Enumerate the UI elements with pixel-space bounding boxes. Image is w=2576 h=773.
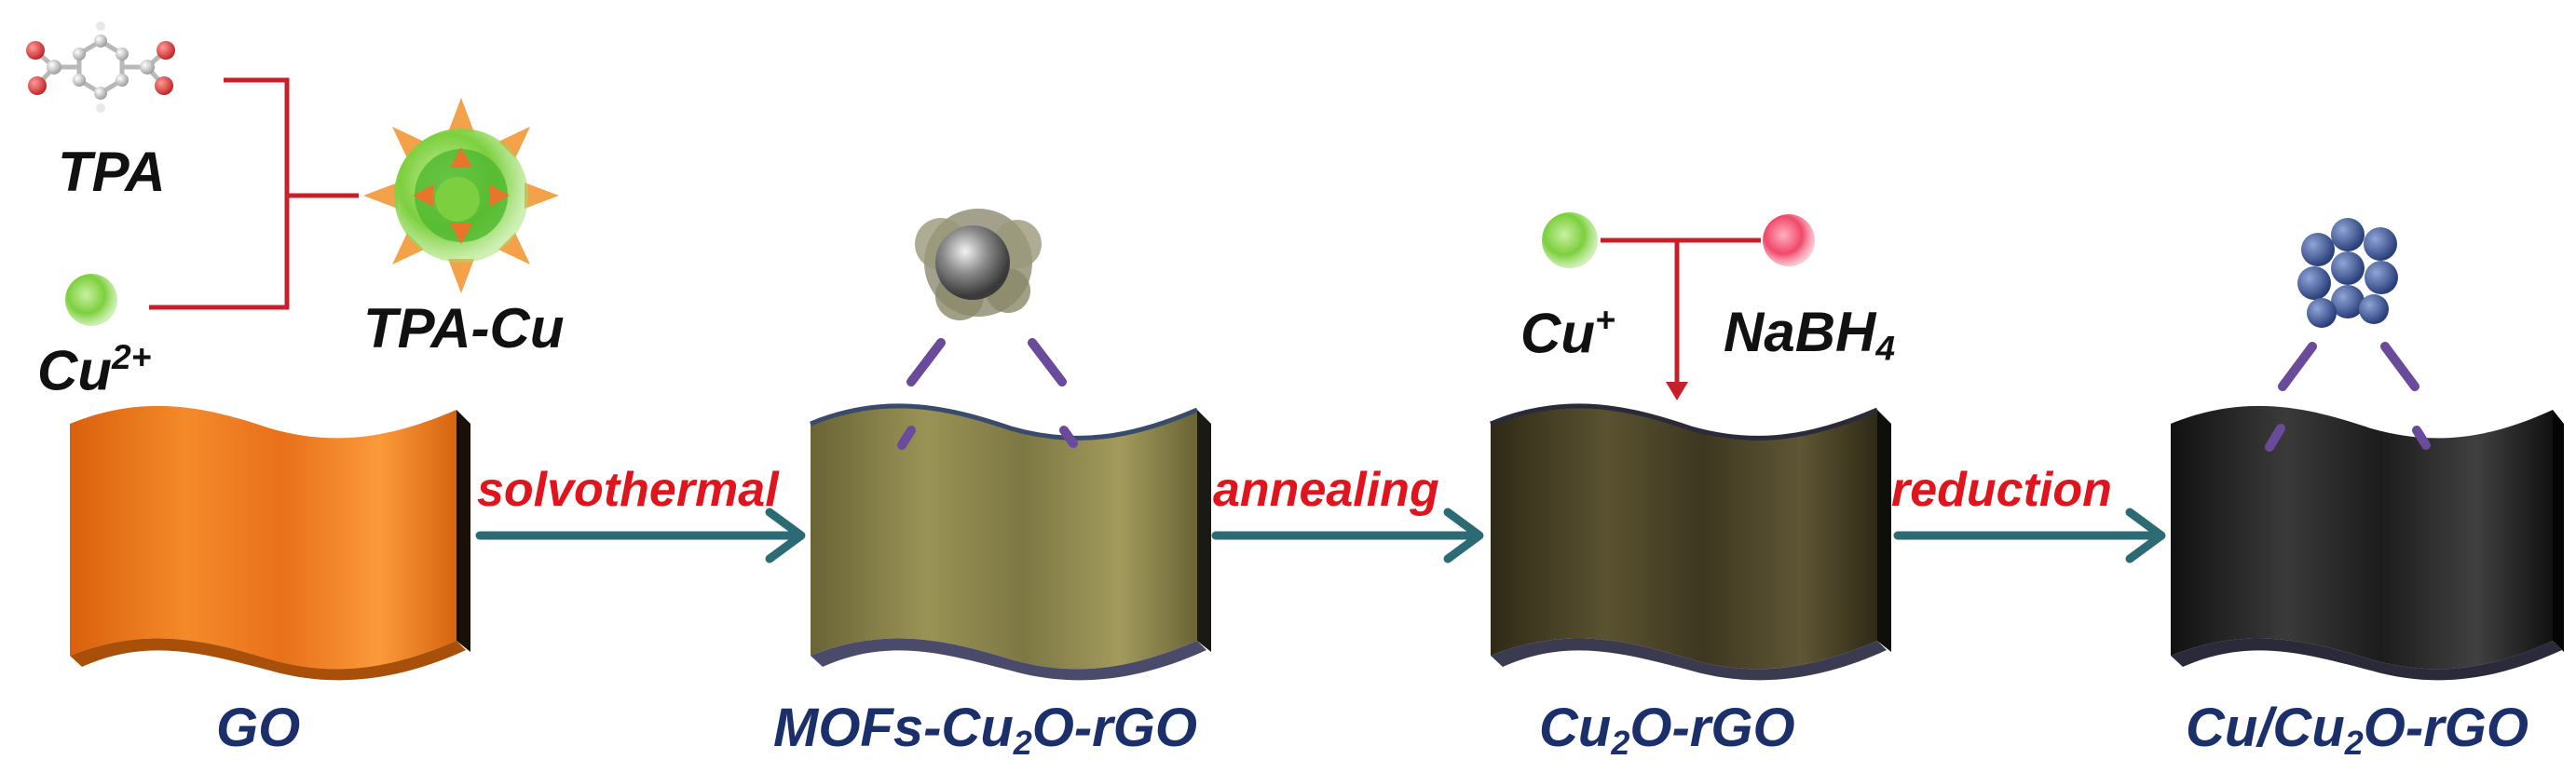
cu-ion-icon (1542, 212, 1598, 268)
solvothermal-label: solvothermal (477, 463, 779, 517)
annealing-label: annealing (1213, 463, 1439, 517)
mofs-cu2o-rgo-sheet (810, 403, 1211, 681)
nabh4-icon (1763, 214, 1815, 266)
cu2o-rgo-label: Cu2O-rGO (1539, 698, 1795, 762)
tpa-label: TPA (58, 141, 166, 203)
tpa-molecule-icon (26, 21, 175, 113)
cu-linker-icon (2265, 342, 2431, 452)
cu-plus-label: Cu+ (1520, 300, 1615, 365)
nabh4-label: NaBH4 (1724, 301, 1896, 368)
tpa-cu-complex-icon (363, 98, 559, 293)
tpa-cu-label: TPA-Cu (363, 297, 565, 359)
mof-linker-icon (897, 338, 1078, 450)
reduction-label: reduction (1891, 463, 2112, 517)
cu-cu2o-rgo-label: Cu/Cu2O-rGO (2186, 698, 2528, 762)
process-arrows (475, 508, 2166, 563)
mofs-cu2o-rgo-label: MOFs-Cu2O-rGO (773, 698, 1197, 762)
cu-nanocluster-icon (2297, 218, 2398, 328)
cu2o-rgo-sheet (1490, 403, 1891, 681)
go-label: GO (216, 698, 301, 758)
reduction-connector (1601, 237, 1761, 400)
go-sheet (70, 405, 470, 681)
cu-cu2o-rgo-sheet (2171, 405, 2564, 681)
cu2-ion-icon (65, 274, 117, 326)
mof-particle-icon (915, 209, 1042, 320)
cu2-label: Cu2+ (37, 337, 152, 402)
tpa-cu-connector (149, 77, 359, 310)
